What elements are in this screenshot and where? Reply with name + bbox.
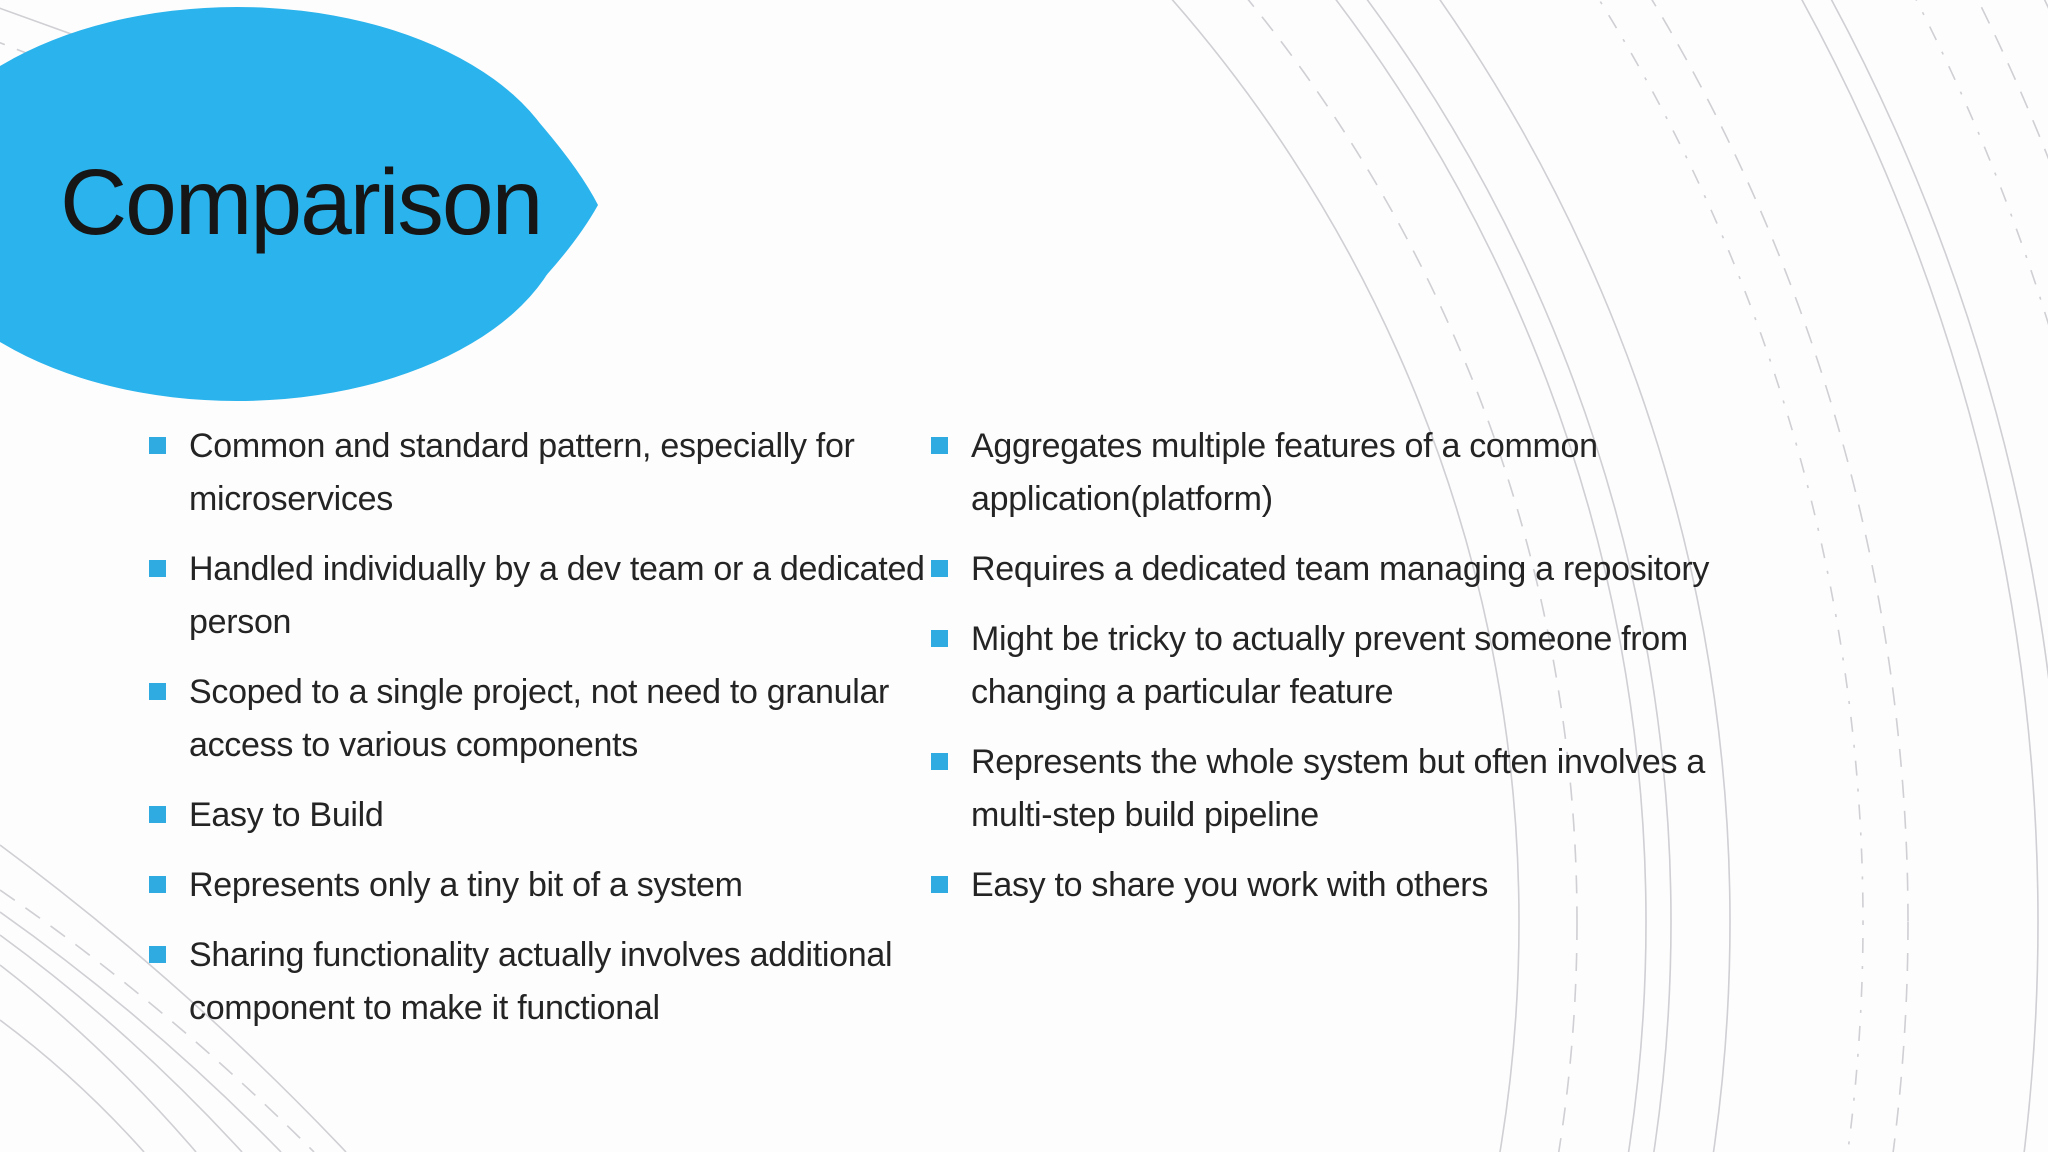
bullet-list-left: Common and standard pattern, especially … — [149, 420, 1049, 1052]
bullet-square-icon — [149, 560, 166, 577]
bullet-item: Common and standard pattern, especially … — [149, 420, 1049, 526]
bullet-text: Represents only a tiny bit of a system — [189, 866, 743, 904]
bubble-ellipse — [0, 7, 569, 401]
arc-group-bottom-left — [0, 844, 347, 1152]
bullet-square-icon — [149, 946, 166, 963]
bullet-square-icon — [149, 437, 166, 454]
bullet-square-icon — [149, 806, 166, 823]
bullet-item: Sharing functionality actually involves … — [149, 929, 1049, 1035]
bullet-square-icon — [931, 876, 948, 893]
bullet-text: Easy to share you work with others — [971, 866, 1489, 904]
bullet-item: Aggregates multiple features of a common… — [931, 420, 1831, 526]
bullet-item: Represents the whole system but often in… — [931, 736, 1831, 842]
bullet-item: Requires a dedicated team managing a rep… — [931, 543, 1831, 596]
bullet-text: Common and standard pattern, especially … — [189, 427, 855, 518]
bullet-text: Sharing functionality actually involves … — [189, 936, 893, 1027]
slide-title: Comparison — [60, 150, 543, 254]
bullet-list-right: Aggregates multiple features of a common… — [931, 420, 1831, 929]
bullet-square-icon — [149, 683, 166, 700]
bullet-square-icon — [931, 437, 948, 454]
bullet-text: Aggregates multiple features of a common… — [971, 427, 1598, 518]
bullet-text: Handled individually by a dev team or a … — [189, 550, 925, 641]
bullet-square-icon — [931, 753, 948, 770]
bullet-item: Represents only a tiny bit of a system — [149, 859, 1049, 912]
bullet-text: Easy to Build — [189, 796, 384, 834]
bullet-text: Represents the whole system but often in… — [971, 743, 1705, 834]
bullet-item: Scoped to a single project, not need to … — [149, 666, 1049, 772]
bullet-item: Easy to Build — [149, 789, 1049, 842]
title-bubble-shape — [0, 7, 598, 401]
bullet-item: Might be tricky to actually prevent some… — [931, 613, 1831, 719]
bullet-square-icon — [149, 876, 166, 893]
bullet-item: Handled individually by a dev team or a … — [149, 543, 1049, 649]
bullet-square-icon — [931, 630, 948, 647]
bullet-text: Might be tricky to actually prevent some… — [971, 620, 1688, 711]
bullet-item: Easy to share you work with others — [931, 859, 1831, 912]
bullet-text: Requires a dedicated team managing a rep… — [971, 550, 1710, 588]
bullet-text: Scoped to a single project, not need to … — [189, 673, 890, 764]
bullet-square-icon — [931, 560, 948, 577]
